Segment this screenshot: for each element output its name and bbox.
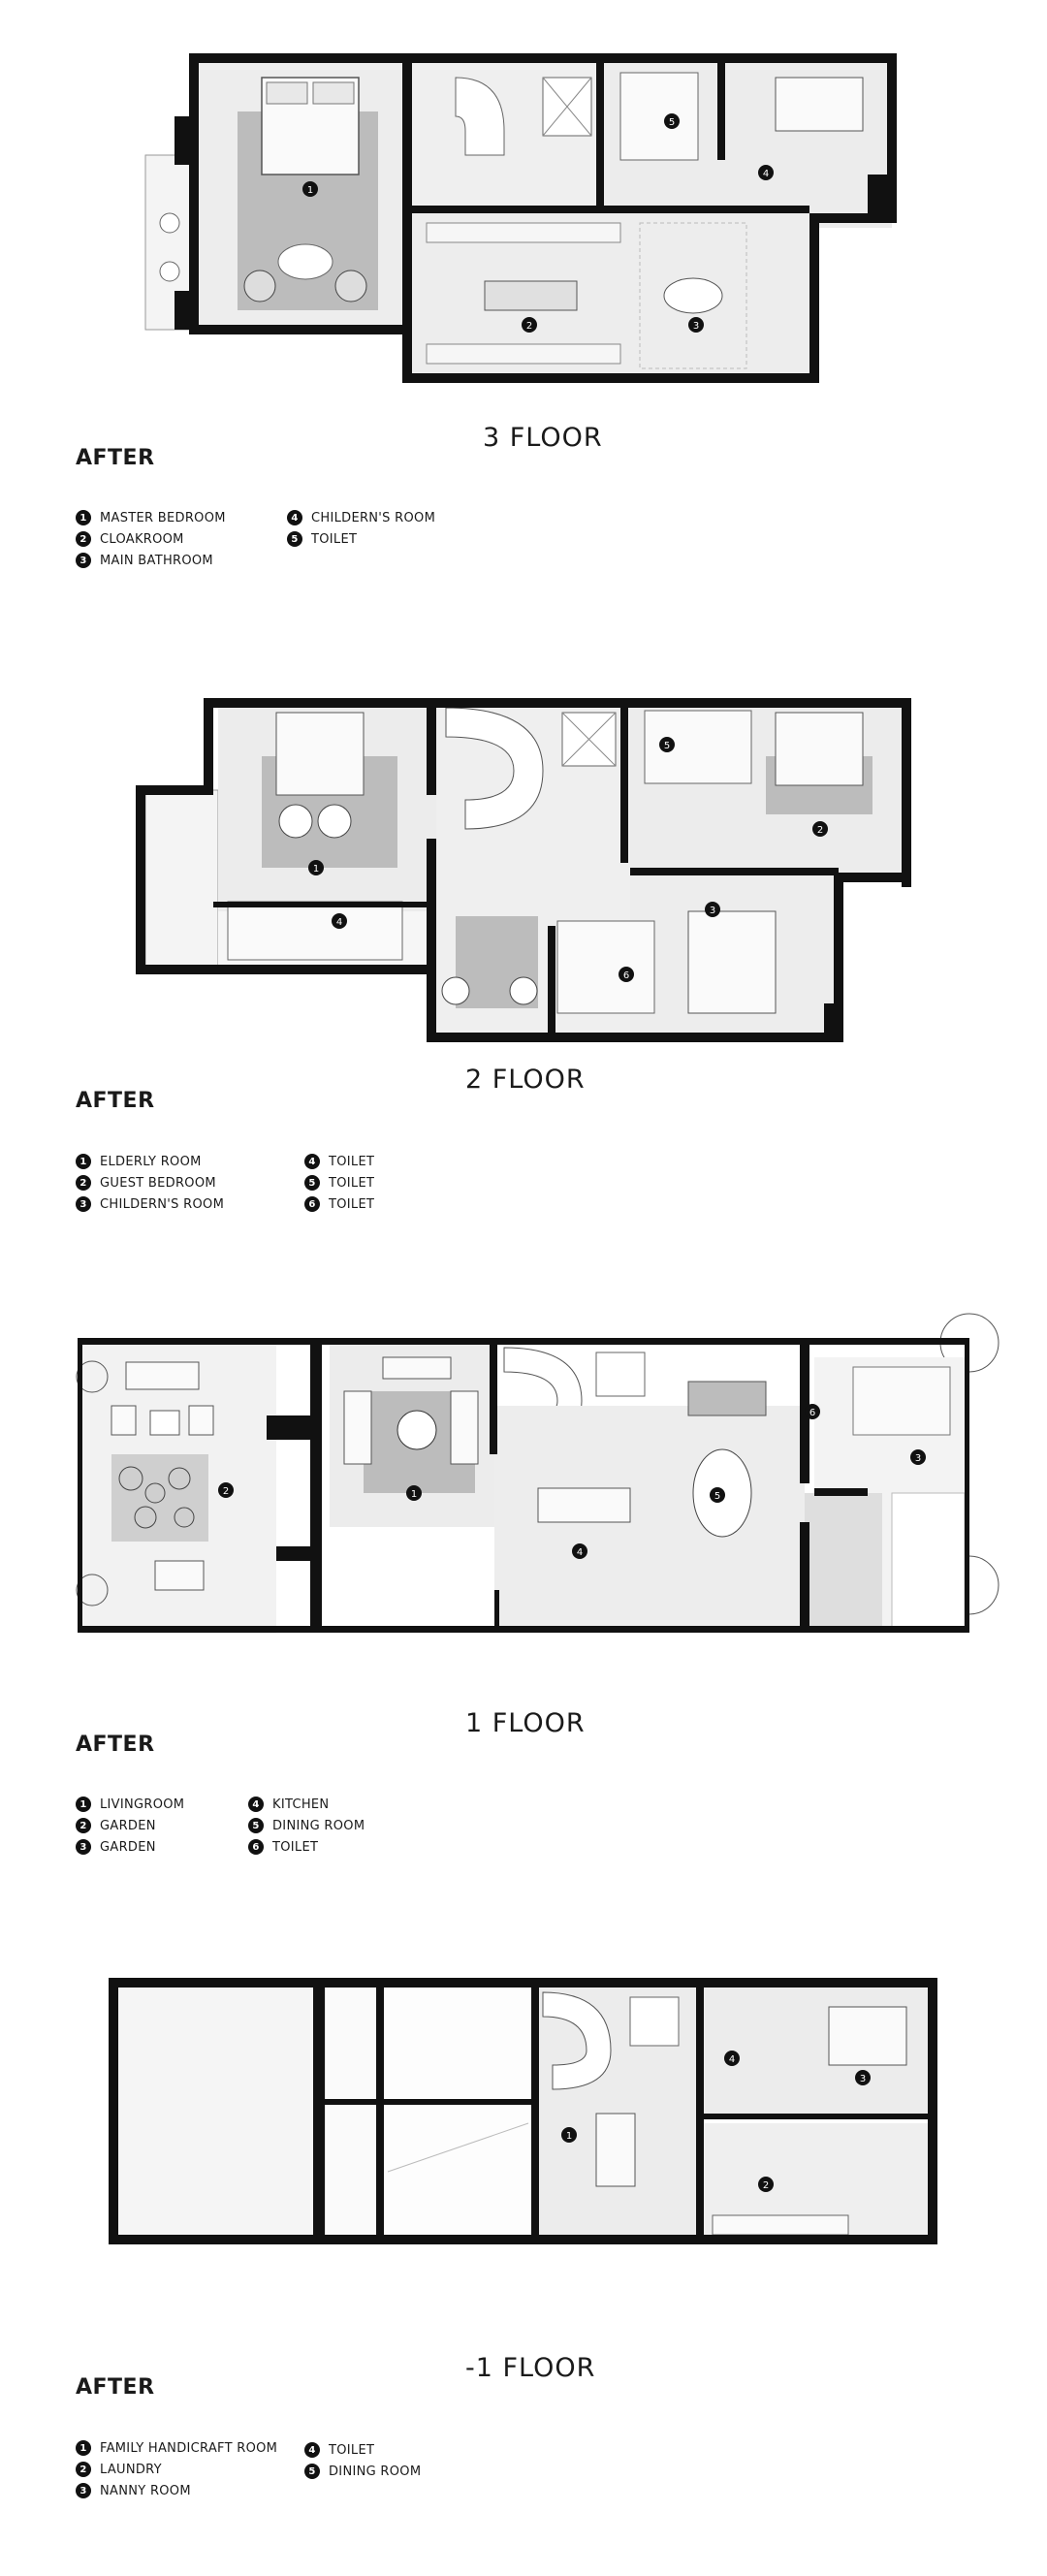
floor-1-after-label: AFTER [76,1733,155,1757]
floor-1-drawing: 1 2 3 4 5 6 [76,1313,999,1634]
svg-text:3: 3 [710,906,715,916]
svg-text:6: 6 [623,970,629,981]
room-markers: 1 2 3 4 5 [302,113,774,333]
room-markers: 1 2 3 4 [561,2051,871,2192]
floor-3-title: 3 FLOOR [483,423,603,453]
svg-text:4: 4 [763,169,769,179]
floor-2-title: 2 FLOOR [465,1065,586,1095]
svg-text:6: 6 [809,1408,815,1418]
svg-text:1: 1 [566,2131,572,2142]
svg-text:4: 4 [729,2054,735,2065]
floor-3-after-label: AFTER [76,446,155,470]
floor-minus1-drawing: 1 2 3 4 [109,1978,937,2244]
svg-text:5: 5 [669,117,675,128]
svg-text:5: 5 [714,1491,720,1502]
floor-1-plan: 1 2 3 4 5 6 [0,1299,1047,1648]
floor-minus1-title: -1 FLOOR [465,2353,596,2383]
svg-text:3: 3 [915,1453,921,1464]
svg-text:2: 2 [817,825,823,836]
svg-text:1: 1 [411,1489,417,1500]
svg-text:3: 3 [693,321,699,332]
floor-2-after-label: AFTER [76,1089,155,1113]
floor-3-drawing: 1 2 3 4 5 [144,53,897,383]
svg-text:1: 1 [313,864,319,875]
svg-text:2: 2 [763,2180,769,2191]
svg-text:4: 4 [577,1547,583,1558]
svg-text:1: 1 [307,185,313,196]
floor-minus1-plan: 1 2 3 4 [0,1968,1047,2269]
svg-text:4: 4 [336,917,342,928]
floor-2-plan: 1 2 3 4 5 6 [0,684,1047,1042]
floor-3-plan: 1 2 3 4 5 [0,39,1047,398]
room-markers: 1 2 3 4 5 6 [308,737,828,982]
floor-minus1-after-label: AFTER [76,2375,155,2400]
svg-text:5: 5 [664,741,670,751]
floor-2-drawing: 1 2 3 4 5 6 [136,698,911,1042]
floor-1-title: 1 FLOOR [465,1708,586,1738]
svg-text:2: 2 [223,1486,229,1497]
svg-text:2: 2 [526,321,532,332]
svg-text:3: 3 [860,2074,866,2084]
room-markers: 1 2 3 4 5 6 [218,1404,926,1559]
